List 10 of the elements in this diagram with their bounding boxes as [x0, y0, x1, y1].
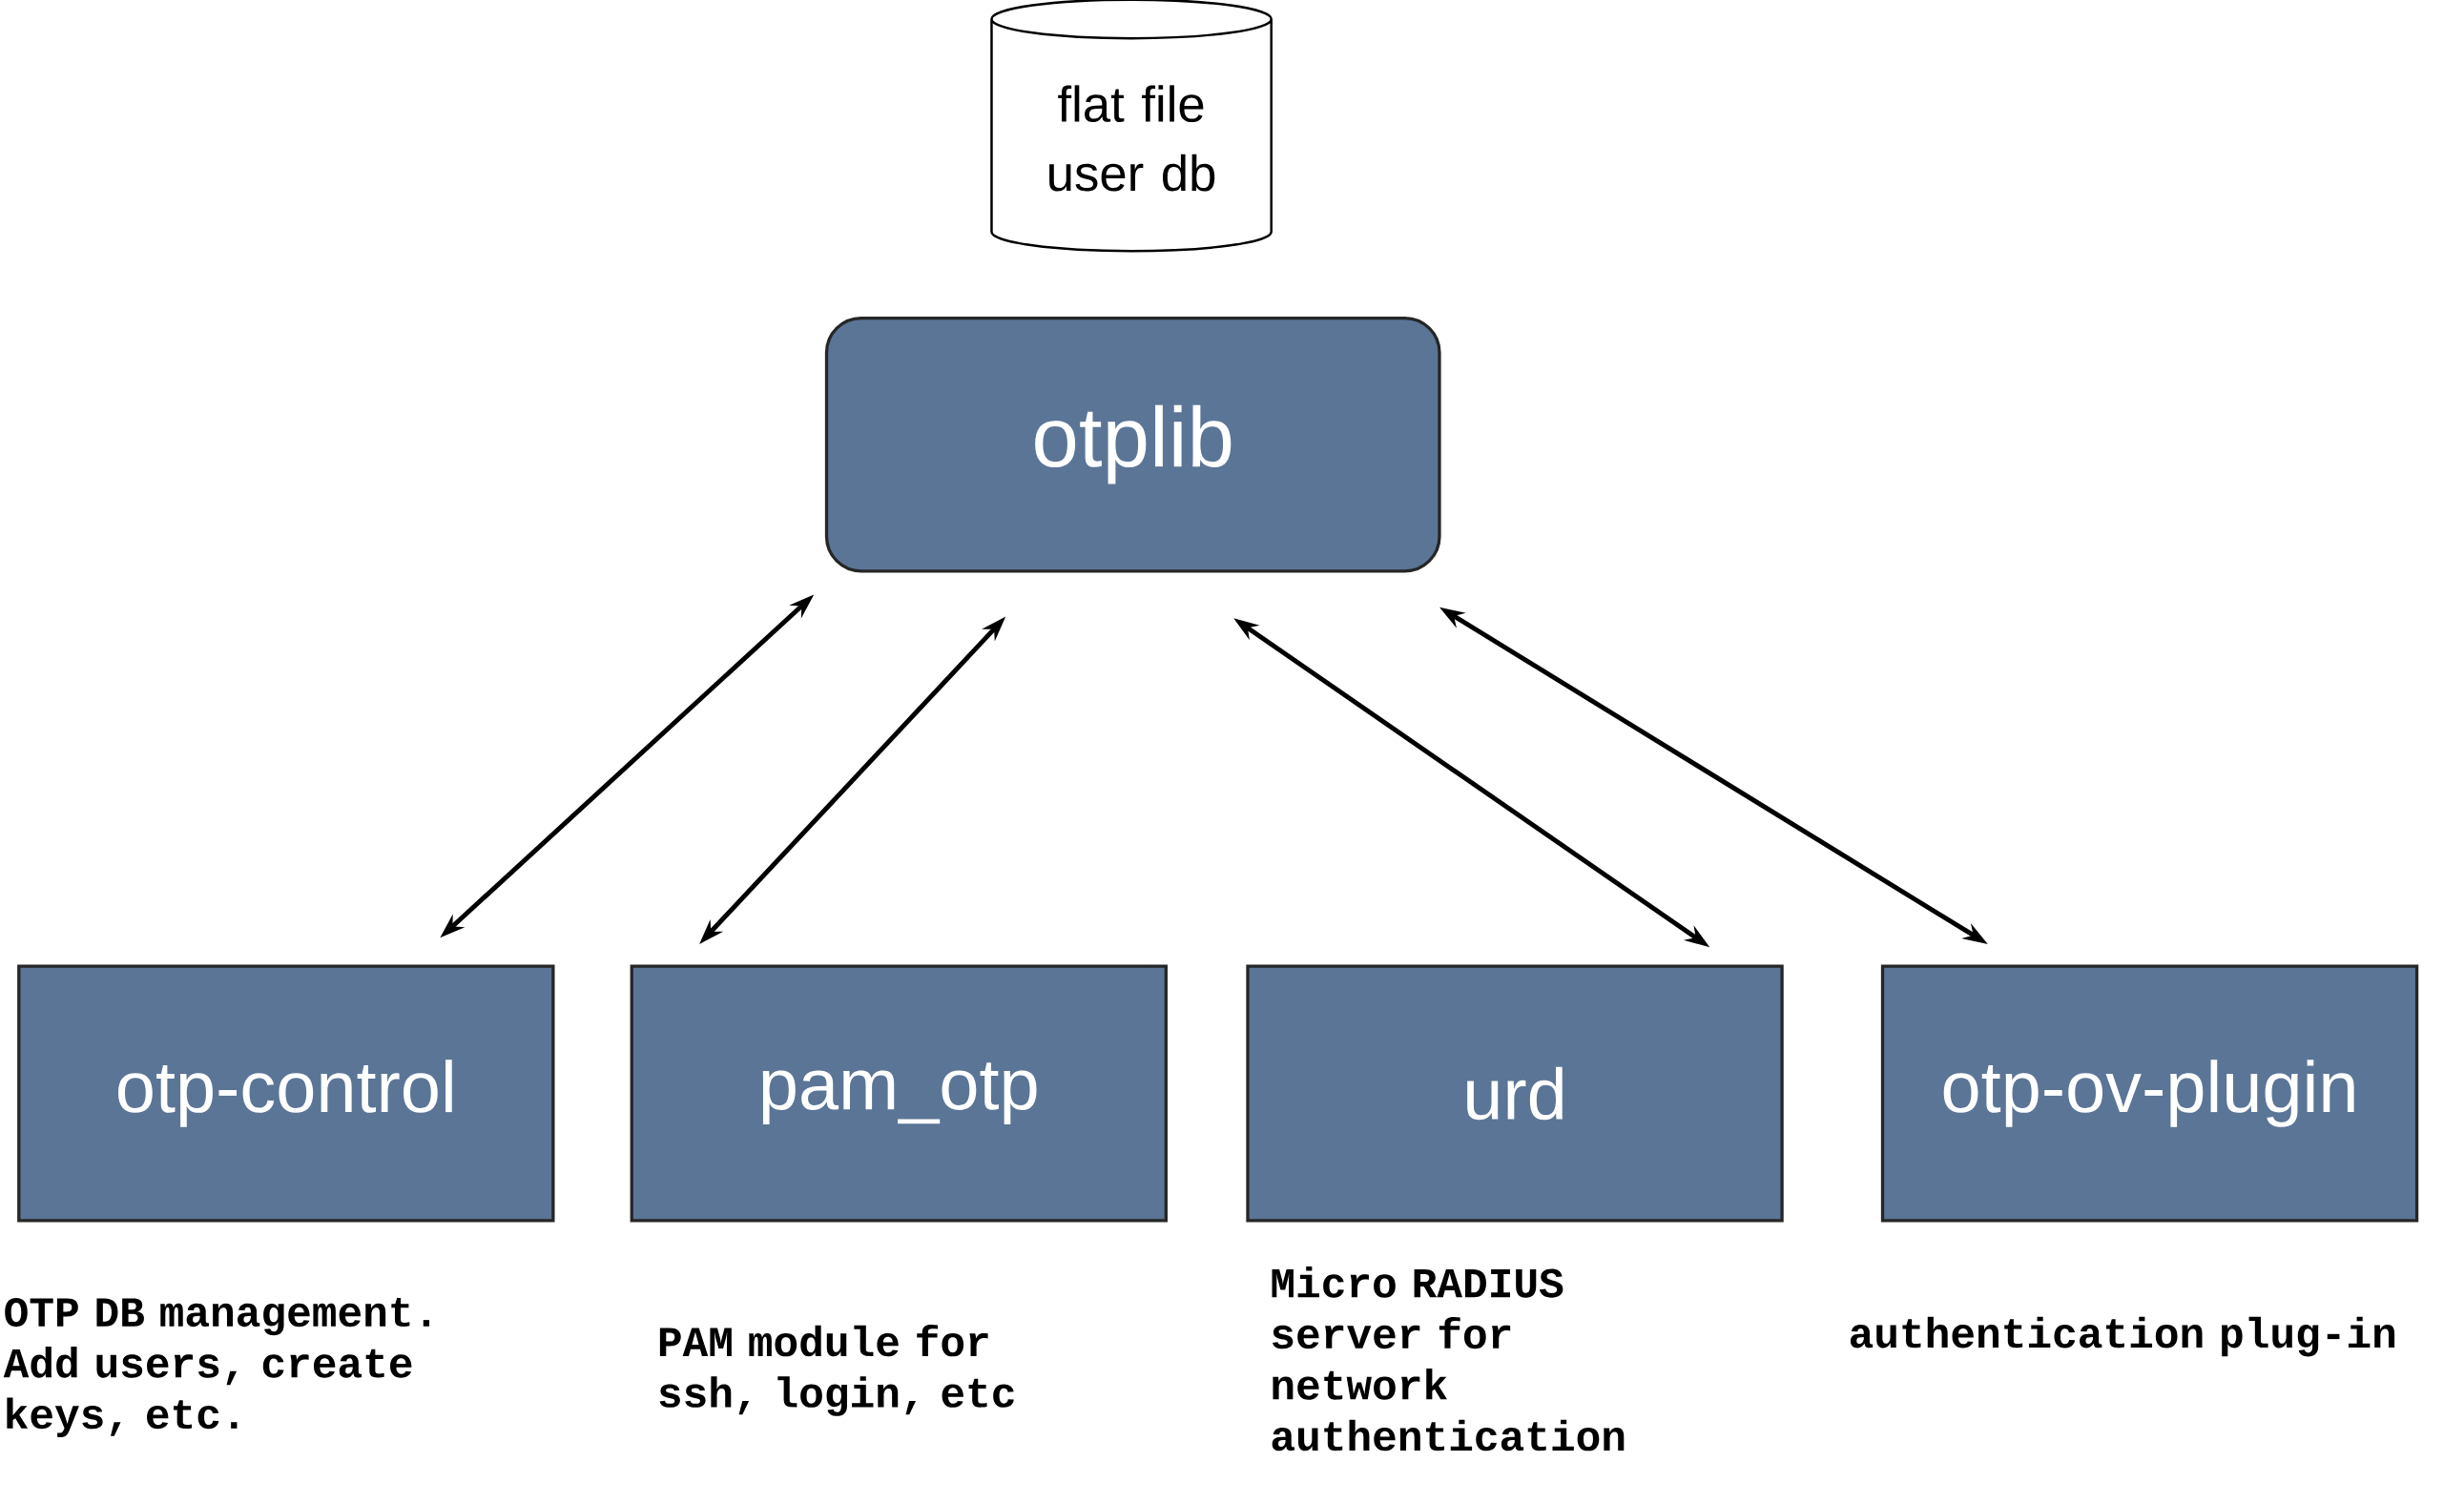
component-box: pam_otp [630, 964, 1168, 1223]
description-text: OTP DB management. Add users, create keys, etc. [3, 1297, 430, 1437]
database-cylinder: flat file user db [990, 0, 1273, 253]
description-text: Micro RADIUS server for network authentication [1272, 1266, 1625, 1452]
component-box: otplib [824, 316, 1441, 573]
component-box: otp-control [17, 964, 555, 1223]
description-text: PAM module for ssh, login, etc [659, 1324, 1014, 1416]
component-box: urd [1246, 964, 1784, 1223]
component-box: otp-ov-plugin [1880, 964, 2419, 1223]
description-text: authentication plug-in [1850, 1316, 2395, 1357]
